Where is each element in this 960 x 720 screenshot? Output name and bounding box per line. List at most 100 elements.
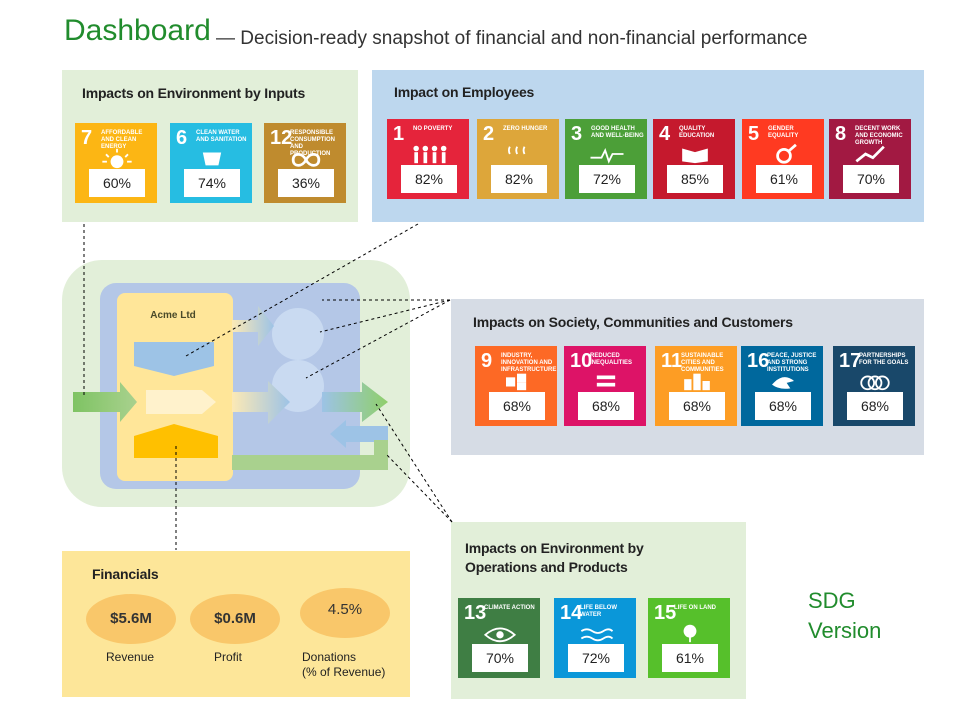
fish-icon: [580, 628, 614, 642]
sdg-number: 13: [464, 602, 487, 624]
sdg-tile-14: 14Life below water 72%: [554, 598, 636, 678]
page-title: Dashboard: [64, 14, 211, 47]
sdg-label: Good health and well-being: [591, 126, 644, 139]
cubes-icon: [506, 373, 527, 391]
arrow-out-mid: [232, 381, 290, 424]
sdg-percentage: 68%: [755, 392, 811, 420]
process-circle-top: [272, 308, 324, 360]
sdg-tile-13: 13Climate action 70%: [458, 598, 540, 678]
arrow-right-out: [322, 382, 388, 422]
sdg-percentage: 82%: [401, 165, 457, 193]
arrow-return: [330, 420, 388, 448]
sdg-number: 6: [176, 127, 188, 149]
page-subtitle: — Decision-ready snapshot of financial a…: [216, 28, 808, 49]
operations-panel-title: Impacts on Environment by Operations and…: [465, 540, 644, 575]
sdg-number: 11: [661, 350, 683, 372]
sdg-number: 14: [560, 602, 583, 624]
profit-label: Profit: [214, 650, 243, 664]
dove-icon: [772, 377, 794, 389]
sdg-label: Quality education: [679, 126, 715, 139]
sdg-label: No poverty: [413, 126, 453, 132]
connector-society-2: [319, 299, 451, 333]
sdg-tile-10: 10Reduced inequalities68%: [564, 346, 646, 426]
sdg-number: 16: [747, 350, 770, 372]
sdg-number: 15: [654, 602, 677, 624]
sdg-label: Zero hunger: [503, 126, 548, 132]
sdg-number: 1: [393, 123, 405, 145]
water-icon: [202, 152, 222, 166]
revenue-value: $5.6M: [86, 594, 176, 644]
revenue-label: Revenue: [106, 650, 155, 664]
sdg-tile-17: 17Partnerships for the goals68%: [833, 346, 915, 426]
infinity-icon: [291, 152, 321, 167]
pentagon-gold: [134, 424, 218, 458]
sdg-tile-6: 6 Clean water and sanitation 74%: [170, 123, 252, 203]
sdg-label: Gender equality: [768, 126, 799, 139]
book-icon: [682, 148, 708, 164]
sdg-label: Peace, justice and strong institutions: [767, 353, 817, 373]
connector-operations-2: [385, 453, 453, 523]
financials-panel-title: Financials: [92, 566, 159, 582]
sdg-tile-4: 4Quality education85%: [653, 119, 735, 199]
sdg-tile-11: 11Sustainable cities and communities 68%: [655, 346, 737, 426]
society-panel-title: Impacts on Society, Communities and Cust…: [473, 314, 793, 330]
sdg-number: 17: [839, 350, 862, 372]
company-name: Acme Ltd: [150, 310, 196, 321]
sdg-percentage: 60%: [89, 169, 145, 197]
donations-label: Donations: [302, 650, 357, 664]
sdg-percentage: 68%: [669, 392, 725, 420]
version-line-1: SDG: [808, 588, 856, 613]
sdg-percentage: 74%: [184, 169, 240, 197]
arrow-input: [73, 382, 137, 422]
sdg-tile-1: 1 No poverty 82%: [387, 119, 469, 199]
sdg-percentage: 61%: [662, 644, 718, 672]
profit-value: $0.6M: [190, 594, 280, 644]
sdg-percentage: 70%: [843, 165, 899, 193]
chevron-blue: [134, 342, 214, 376]
sdg-percentage: 36%: [278, 169, 334, 197]
arrow-loop: [232, 440, 388, 470]
sdg-percentage: 72%: [579, 165, 635, 193]
sdg-label: Clean water and sanitation: [196, 130, 247, 143]
equal-icon: [596, 375, 616, 387]
sdg-tile-5: 5Gender equality61%: [742, 119, 824, 199]
sdg-tile-8: 8 Decent work and economic growth 70%: [829, 119, 911, 199]
arrow-cream: [146, 390, 216, 414]
sdg-percentage: 68%: [489, 392, 545, 420]
arrow-up-right: [250, 292, 272, 312]
sdg-percentage: 82%: [491, 165, 547, 193]
connector-employees: [185, 223, 419, 357]
sdg-label: Decent work and economic growth: [855, 126, 903, 146]
sdg-label: Sustainable cities and communities: [681, 353, 724, 373]
heartbeat-icon: [590, 147, 624, 164]
inputs-panel-title: Impacts on Environment by Inputs: [82, 85, 306, 101]
sdg-number: 3: [571, 123, 583, 145]
people-icon: [413, 145, 447, 164]
sdg-number: 7: [81, 127, 93, 149]
donations-value: 4.5%: [300, 588, 390, 638]
sdg-number: 5: [748, 123, 760, 145]
sdg-number: 8: [835, 123, 847, 145]
sdg-label: Climate action: [484, 605, 535, 611]
gender-icon: [776, 143, 797, 164]
employees-panel-title: Impact on Employees: [394, 84, 535, 100]
sdg-percentage: 70%: [472, 644, 528, 672]
sdg-tile-16: 16Peace, justice and strong institutions…: [741, 346, 823, 426]
sdg-tile-12: 12Responsible consumption and production…: [264, 123, 346, 203]
bowl-icon: [508, 146, 526, 155]
sdg-percentage: 68%: [847, 392, 903, 420]
sdg-tile-9: 9Industry, innovation and infrastructure…: [475, 346, 557, 426]
sdg-number: 2: [483, 123, 495, 145]
earth-eye-icon: [483, 627, 517, 643]
sdg-number: 4: [659, 123, 671, 145]
sdg-label: Life below water: [580, 605, 617, 618]
sdg-percentage: 68%: [578, 392, 634, 420]
arrow-out-top: [232, 306, 274, 346]
sdg-percentage: 72%: [568, 644, 624, 672]
version-label: SDG Version: [808, 586, 881, 646]
donations-sublabel: (% of Revenue): [302, 665, 386, 679]
growth-icon: [855, 145, 885, 163]
